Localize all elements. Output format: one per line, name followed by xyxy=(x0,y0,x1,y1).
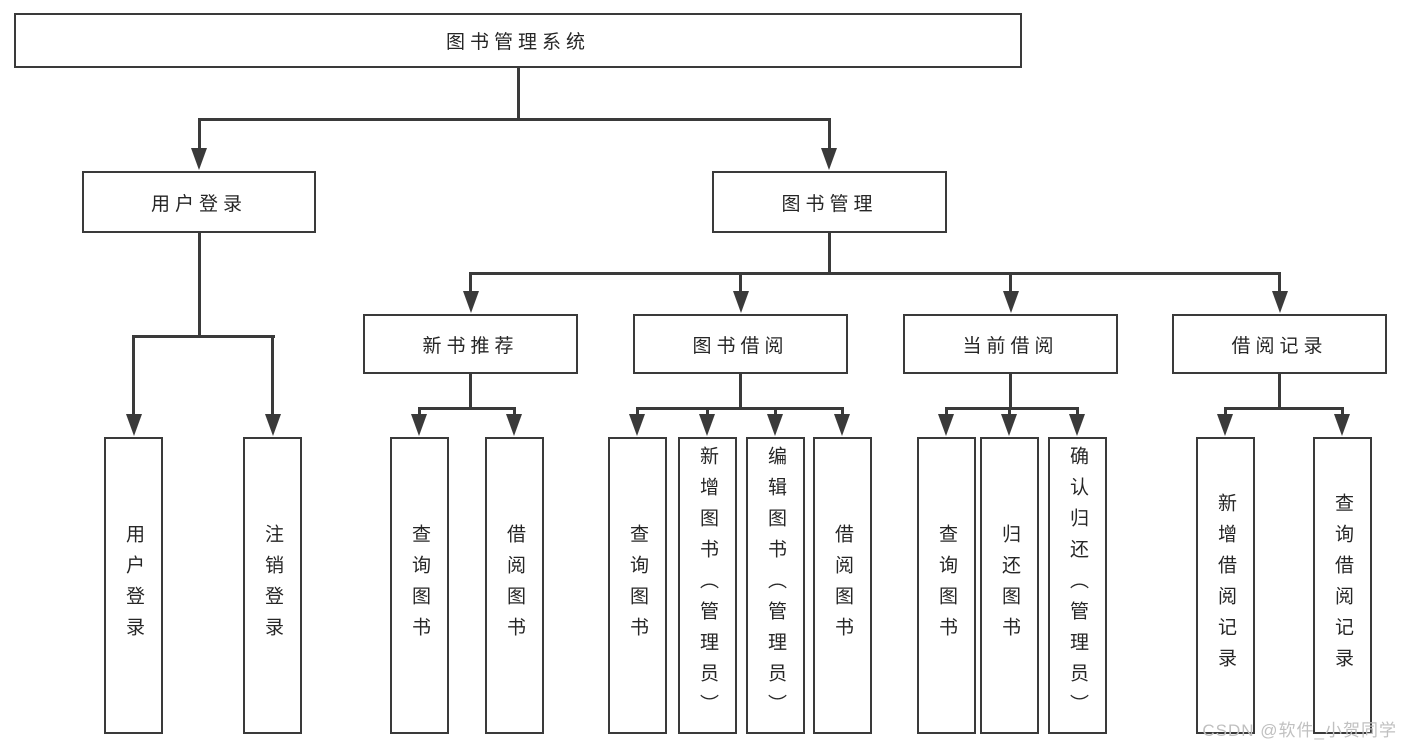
arrow-down-icon xyxy=(191,148,207,170)
node-root: 图书管理系统 xyxy=(14,13,1022,68)
connector-line xyxy=(513,407,516,417)
node-label: 新增借阅记录 xyxy=(1215,492,1236,679)
connector-line xyxy=(945,407,948,417)
arrow-down-icon xyxy=(126,414,142,436)
node-label: 用户登录 xyxy=(123,523,144,648)
node-label: 图书借阅 xyxy=(692,335,789,357)
connector-line xyxy=(774,407,777,417)
node-label: 查询图书 xyxy=(936,523,957,648)
connector-line xyxy=(469,272,1281,275)
connector-line xyxy=(271,335,274,416)
connector-line xyxy=(1341,407,1344,417)
connector-line xyxy=(636,407,844,410)
node-user-login-group: 用户登录 xyxy=(82,171,316,233)
node-cb-return-books: 归还图书 xyxy=(980,437,1039,734)
node-book-management: 图书管理 xyxy=(712,171,947,233)
node-new-book-rec: 新书推荐 xyxy=(363,314,578,374)
node-label: 新增图书（管理员） xyxy=(697,446,718,725)
node-label: 借阅图书 xyxy=(832,523,853,648)
node-label: 新书推荐 xyxy=(422,335,519,357)
node-bb-query-books: 查询图书 xyxy=(608,437,667,734)
node-label: 归还图书 xyxy=(999,523,1020,648)
node-logout-login: 注销登录 xyxy=(243,437,302,734)
connector-line xyxy=(1009,374,1012,408)
connector-line xyxy=(636,407,639,417)
connector-line xyxy=(1224,407,1227,417)
connector-line xyxy=(1278,374,1281,408)
node-label: 用户登录 xyxy=(150,193,247,215)
arrow-down-icon xyxy=(506,414,522,436)
arrow-down-icon xyxy=(411,414,427,436)
node-nbr-query-books: 查询图书 xyxy=(390,437,449,734)
node-label: 当前借阅 xyxy=(962,335,1059,357)
connector-line xyxy=(469,272,472,293)
arrow-down-icon xyxy=(1001,414,1017,436)
connector-line xyxy=(517,68,520,118)
node-bb-borrow-books: 借阅图书 xyxy=(813,437,872,734)
arrow-down-icon xyxy=(1069,414,1085,436)
node-cb-confirm-return-admin: 确认归还（管理员） xyxy=(1048,437,1107,734)
node-user-login: 用户登录 xyxy=(104,437,163,734)
node-borrow-records: 借阅记录 xyxy=(1172,314,1387,374)
node-br-query-record: 查询借阅记录 xyxy=(1313,437,1372,734)
connector-line xyxy=(1009,272,1012,293)
node-label: 查询图书 xyxy=(409,523,430,648)
connector-line xyxy=(418,407,516,410)
connector-line xyxy=(198,118,201,152)
node-bb-add-books-admin: 新增图书（管理员） xyxy=(678,437,737,734)
arrow-down-icon xyxy=(834,414,850,436)
arrow-down-icon xyxy=(1272,291,1288,313)
arrow-down-icon xyxy=(1003,291,1019,313)
connector-line xyxy=(198,233,201,335)
arrow-down-icon xyxy=(1217,414,1233,436)
node-label: 借阅图书 xyxy=(504,523,525,648)
connector-line xyxy=(739,374,742,408)
node-current-borrow: 当前借阅 xyxy=(903,314,1118,374)
connector-line xyxy=(132,335,275,338)
node-bb-edit-books-admin: 编辑图书（管理员） xyxy=(746,437,805,734)
node-label: 注销登录 xyxy=(262,523,283,648)
arrow-down-icon xyxy=(1334,414,1350,436)
node-nbr-borrow-books: 借阅图书 xyxy=(485,437,544,734)
arrow-down-icon xyxy=(265,414,281,436)
connector-line xyxy=(828,233,831,274)
arrow-down-icon xyxy=(463,291,479,313)
connector-line xyxy=(418,407,421,417)
connector-line xyxy=(1076,407,1079,417)
node-label: 查询借阅记录 xyxy=(1332,492,1353,679)
node-cb-query-books: 查询图书 xyxy=(917,437,976,734)
arrow-down-icon xyxy=(733,291,749,313)
connector-line xyxy=(469,374,472,408)
csdn-watermark: CSDN @软件_小贺同学 xyxy=(1202,721,1397,740)
connector-line xyxy=(706,407,709,417)
node-label: 借阅记录 xyxy=(1231,335,1328,357)
node-label: 编辑图书（管理员） xyxy=(765,446,786,725)
connector-line xyxy=(739,272,742,293)
arrow-down-icon xyxy=(938,414,954,436)
connector-line xyxy=(1224,407,1344,410)
node-br-add-record: 新增借阅记录 xyxy=(1196,437,1255,734)
connector-line xyxy=(198,118,831,121)
arrow-down-icon xyxy=(821,148,837,170)
node-label: 确认归还（管理员） xyxy=(1067,446,1088,725)
arrow-down-icon xyxy=(629,414,645,436)
connector-line xyxy=(945,407,1079,410)
connector-line xyxy=(828,118,831,152)
connector-line xyxy=(1278,272,1281,293)
connector-line xyxy=(132,335,135,416)
node-label: 图书管理 xyxy=(781,193,878,215)
connector-line xyxy=(841,407,844,417)
node-label: 图书管理系统 xyxy=(445,32,590,53)
connector-line xyxy=(1008,407,1011,417)
arrow-down-icon xyxy=(699,414,715,436)
node-book-borrow: 图书借阅 xyxy=(633,314,848,374)
node-label: 查询图书 xyxy=(627,523,648,648)
arrow-down-icon xyxy=(767,414,783,436)
